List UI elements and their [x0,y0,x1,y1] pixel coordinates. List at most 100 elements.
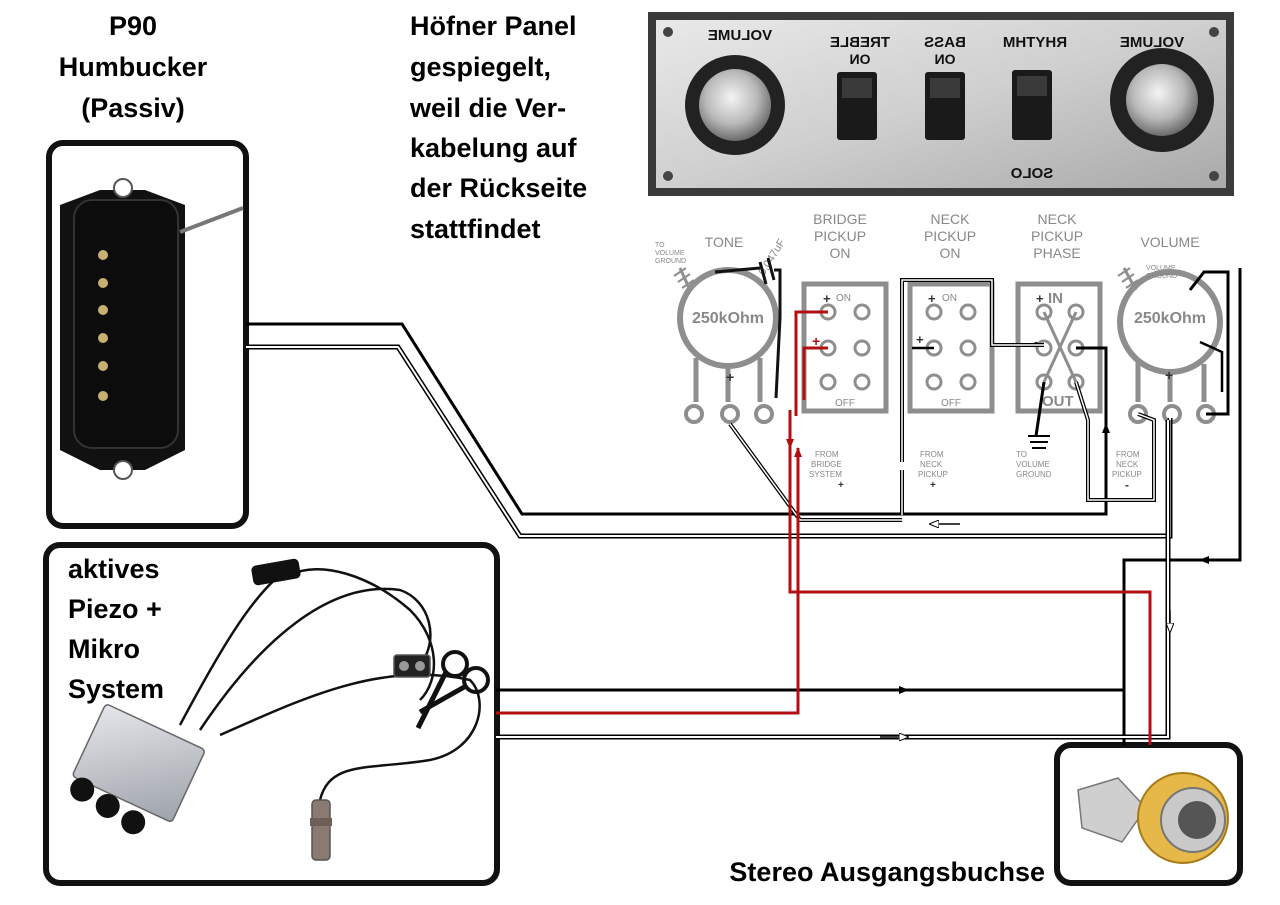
volume-ground-1: VOLUME [1146,265,1176,272]
volume-from-2: NECK [1116,460,1139,469]
p90-mount-hole [113,178,133,198]
capacitor [714,257,782,399]
stereo-jack-box: Stereo Ausgangsbuchse [729,742,1243,887]
panel-note-line4: kabelung auf [410,133,578,163]
panel-label-bass: BASS [924,34,966,51]
panel-screw [663,27,673,37]
bridge-label-3: ON [830,245,851,261]
phase-label-2: PICKUP [1031,228,1083,244]
panel-note-line6: stattfindet [410,214,541,244]
panel-knob-cap [699,69,771,141]
panel-label-treble-on: ON [850,51,871,67]
tone-pot-value: 250kOhm [692,310,764,327]
phase-ground-3: GROUND [1016,470,1052,479]
panel-switch-rocker [842,78,872,98]
p90-polepiece [98,278,108,288]
neck-on-off: OFF [941,398,961,409]
phase-plus: + [1036,291,1044,306]
tone-ground-3: GROUND [655,258,686,265]
panel-note-line5: der Rückseite [410,173,587,203]
neck-link [901,279,1044,462]
battery-clip [393,654,431,678]
active-title-line1: aktives [68,554,160,584]
endpin-jack [310,799,332,861]
p90-cover [73,199,179,449]
jack-lugs [1077,777,1147,843]
hofner-panel-photo: VOLUME TREBLE ON BASS ON RHYTHM VOLUME S… [648,12,1234,196]
bridge-from-2: BRIDGE [811,460,842,469]
mic-cable [198,587,432,731]
tone-lug [754,404,774,424]
active-white-wire [496,420,1169,738]
neck-on-on: ON [942,293,957,304]
phase-ground-2: VOLUME [1016,460,1050,469]
volume-plus: + [1165,367,1173,383]
neck-from-3: PICKUP [918,470,948,479]
phase-out: OUT [1042,393,1074,410]
bridge-off: OFF [835,398,855,409]
active-title-line3: Mikro [68,634,140,664]
phase-ground-wire [1034,381,1046,437]
phase-label-1: NECK [1038,211,1078,227]
volume-from-1: FROM [1116,450,1140,459]
volume-from-minus: - [1125,478,1129,492]
p90-polepiece [98,250,108,260]
phase-in: IN [1048,290,1063,307]
panel-screw [1209,27,1219,37]
p90-hot-wire [246,322,1110,516]
neck-from-2: NECK [920,460,943,469]
bridge-label-1: BRIDGE [813,211,867,227]
p90-title-line1: P90 [109,11,157,41]
neck-from-plus: + [930,480,936,491]
volume-jack-wire [1122,268,1242,690]
panel-switch-rocker [1017,76,1047,96]
volume-ground-2: GROUND [1146,273,1177,280]
preamp-module [70,704,205,835]
jack-socket [1178,801,1216,839]
active-title-line4: System [68,674,164,704]
active-system-box: aktives Piezo + Mikro System [43,542,500,886]
active-title-line2: Piezo + [68,594,162,624]
schematic-labels: TONE 250kOhm TO VOLUME GROUND 0,047uF BR… [655,211,1206,492]
tone-plus: + [726,369,734,385]
volume-label: VOLUME [1140,234,1199,250]
phase-minus: - [1034,334,1038,349]
neck-on-plus: + [928,291,936,306]
bridge-red-to-jack [788,410,1152,745]
bridge-plus: + [823,291,831,306]
volume-pot-value: 250kOhm [1134,310,1206,327]
neck-on-switch-frame [907,281,995,414]
phase-ground-symbol [1028,435,1050,449]
tone-pot [673,267,779,424]
p90-title-line3: (Passiv) [81,93,185,123]
phase-out-wire [1075,381,1155,501]
neck-from-1: FROM [920,450,944,459]
tone-ground-2: VOLUME [655,250,685,257]
p90-phase-wire [1076,346,1108,424]
p90-polepiece [98,333,108,343]
bridge-red-mid [802,346,828,400]
p90-mount-hole [113,460,133,480]
p90-title-line2: Humbucker [59,52,208,82]
bridge-red-top [794,310,828,416]
panel-label-solo: SOLO [1010,165,1053,182]
panel-screw [1209,171,1219,181]
endpin-cable [219,673,481,801]
p90-polepiece [98,361,108,371]
bridge-label-2: PICKUP [814,228,866,244]
neck-on-label-1: NECK [931,211,971,227]
jack-title: Stereo Ausgangsbuchse [729,857,1045,887]
panel-knob-cap [1126,64,1198,136]
p90-pickup-box [46,140,249,529]
red-wires [496,310,1152,745]
tone-ground-1: TO [655,242,665,249]
volume-from-3: PICKUP [1112,470,1142,479]
neck-on-label-2: PICKUP [924,228,976,244]
neck-on-label-3: ON [940,245,961,261]
panel-label-treble: TREBLE [830,34,890,51]
battery-terminal [415,661,425,671]
panel-switch-rocker [930,78,960,98]
panel-note-line2: gespiegelt, [410,52,551,82]
panel-label-bass-on: ON [935,51,956,67]
